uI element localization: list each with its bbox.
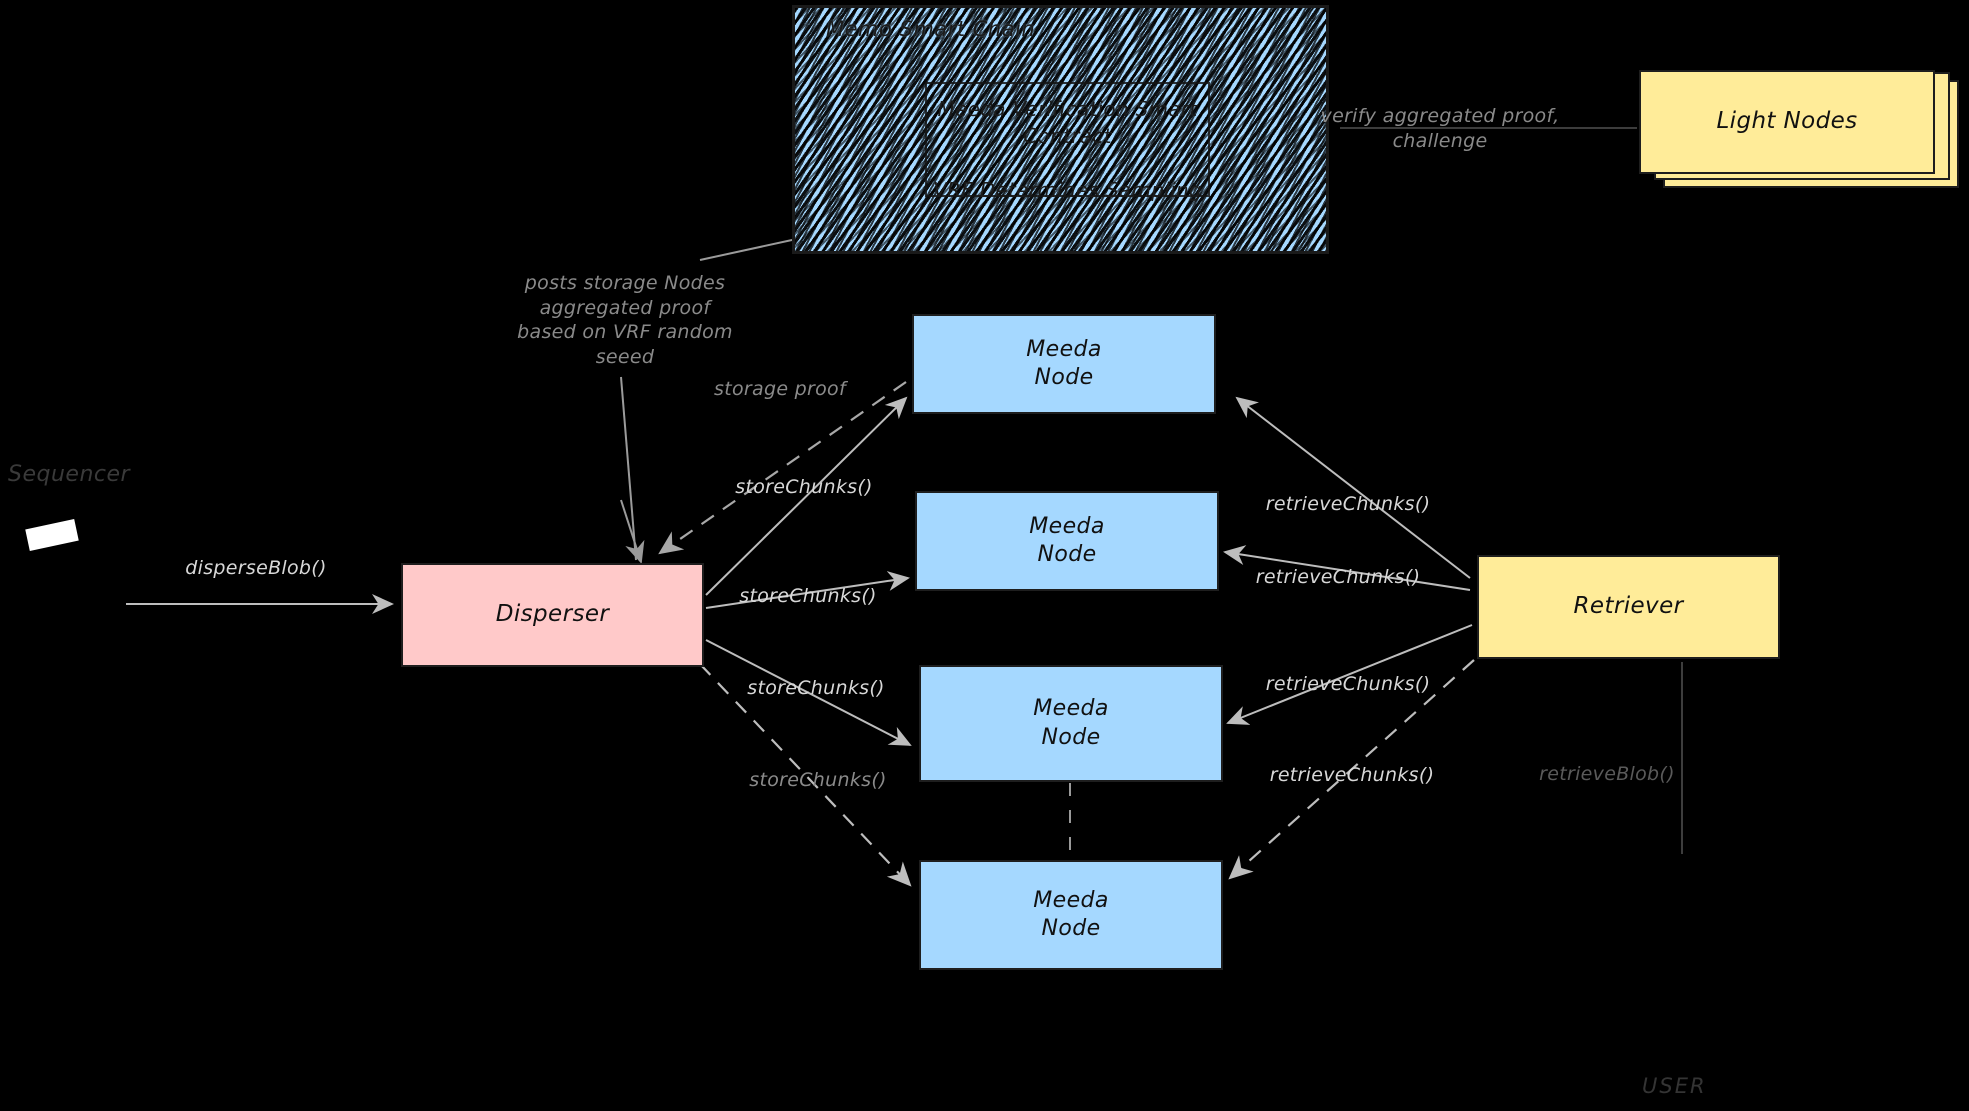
sequencer-label: Sequencer <box>8 462 131 487</box>
edge-label-store-chunks-3: storeChunks() <box>747 677 885 699</box>
edge-label-retrieve-blob: retrieveBlob() <box>1539 763 1675 785</box>
edge-label-store-chunks-2: storeChunks() <box>739 585 877 607</box>
edge-label-store-chunks-1: storeChunks() <box>735 476 873 498</box>
light-nodes-box[interactable]: Light Nodes <box>1639 70 1935 174</box>
meeda-node-3[interactable]: Meeda Node <box>919 665 1223 782</box>
memo-smart-chain-box[interactable] <box>792 5 1329 254</box>
edge-label-verify-proof: verify aggregated proof, challenge <box>1320 105 1560 152</box>
edge-label-retrieve-chunks-1: retrieveChunks() <box>1265 493 1431 515</box>
edge-label-posts-proof: posts storage Nodes aggregated proof bas… <box>517 272 733 369</box>
memo-smart-chain-title: Memo Smart Chain <box>826 17 1036 41</box>
meeda-node-3-label: Meeda Node <box>1033 696 1109 750</box>
disperser-label: Disperser <box>495 601 610 628</box>
edge-retrieve-chunks-1 <box>1235 396 1471 579</box>
edge-label-retrieve-chunks-2: retrieveChunks() <box>1255 566 1421 588</box>
retriever-label: Retriever <box>1573 593 1684 620</box>
edge-label-retrieve-chunks-4: retrieveChunks() <box>1269 764 1435 786</box>
meeda-node-1[interactable]: Meeda Node <box>912 314 1216 414</box>
edge-storage-proof <box>658 381 907 555</box>
edge-label-retrieve-chunks-3: retrieveChunks() <box>1265 673 1431 695</box>
edge-posts-proof-up <box>620 376 637 561</box>
edge-label-store-chunks-4: storeChunks() <box>749 769 887 791</box>
disperser-box[interactable]: Disperser <box>401 563 704 667</box>
meeda-node-4[interactable]: Meeda Node <box>919 860 1223 970</box>
edge-label-disperse-blob: disperseBlob() <box>185 557 327 579</box>
edge-posts-proof-arrow <box>620 499 645 564</box>
meeda-node-4-label: Meeda Node <box>1033 887 1109 941</box>
retriever-box[interactable]: Retriever <box>1477 555 1780 659</box>
meeda-node-1-label: Meeda Node <box>1026 336 1102 390</box>
meeda-verification-contract-box[interactable] <box>925 82 1210 197</box>
meeda-node-2-label: Meeda Node <box>1029 513 1105 567</box>
edge-label-storage-proof: storage proof <box>714 378 846 400</box>
meeda-verification-contract-label: Meeda Verification Smart Contract VRF De… <box>933 97 1202 202</box>
sequencer-glyph <box>25 519 79 551</box>
meeda-node-2[interactable]: Meeda Node <box>915 491 1219 591</box>
light-nodes-label: Light Nodes <box>1716 108 1858 135</box>
user-label: USER <box>1642 1074 1707 1098</box>
